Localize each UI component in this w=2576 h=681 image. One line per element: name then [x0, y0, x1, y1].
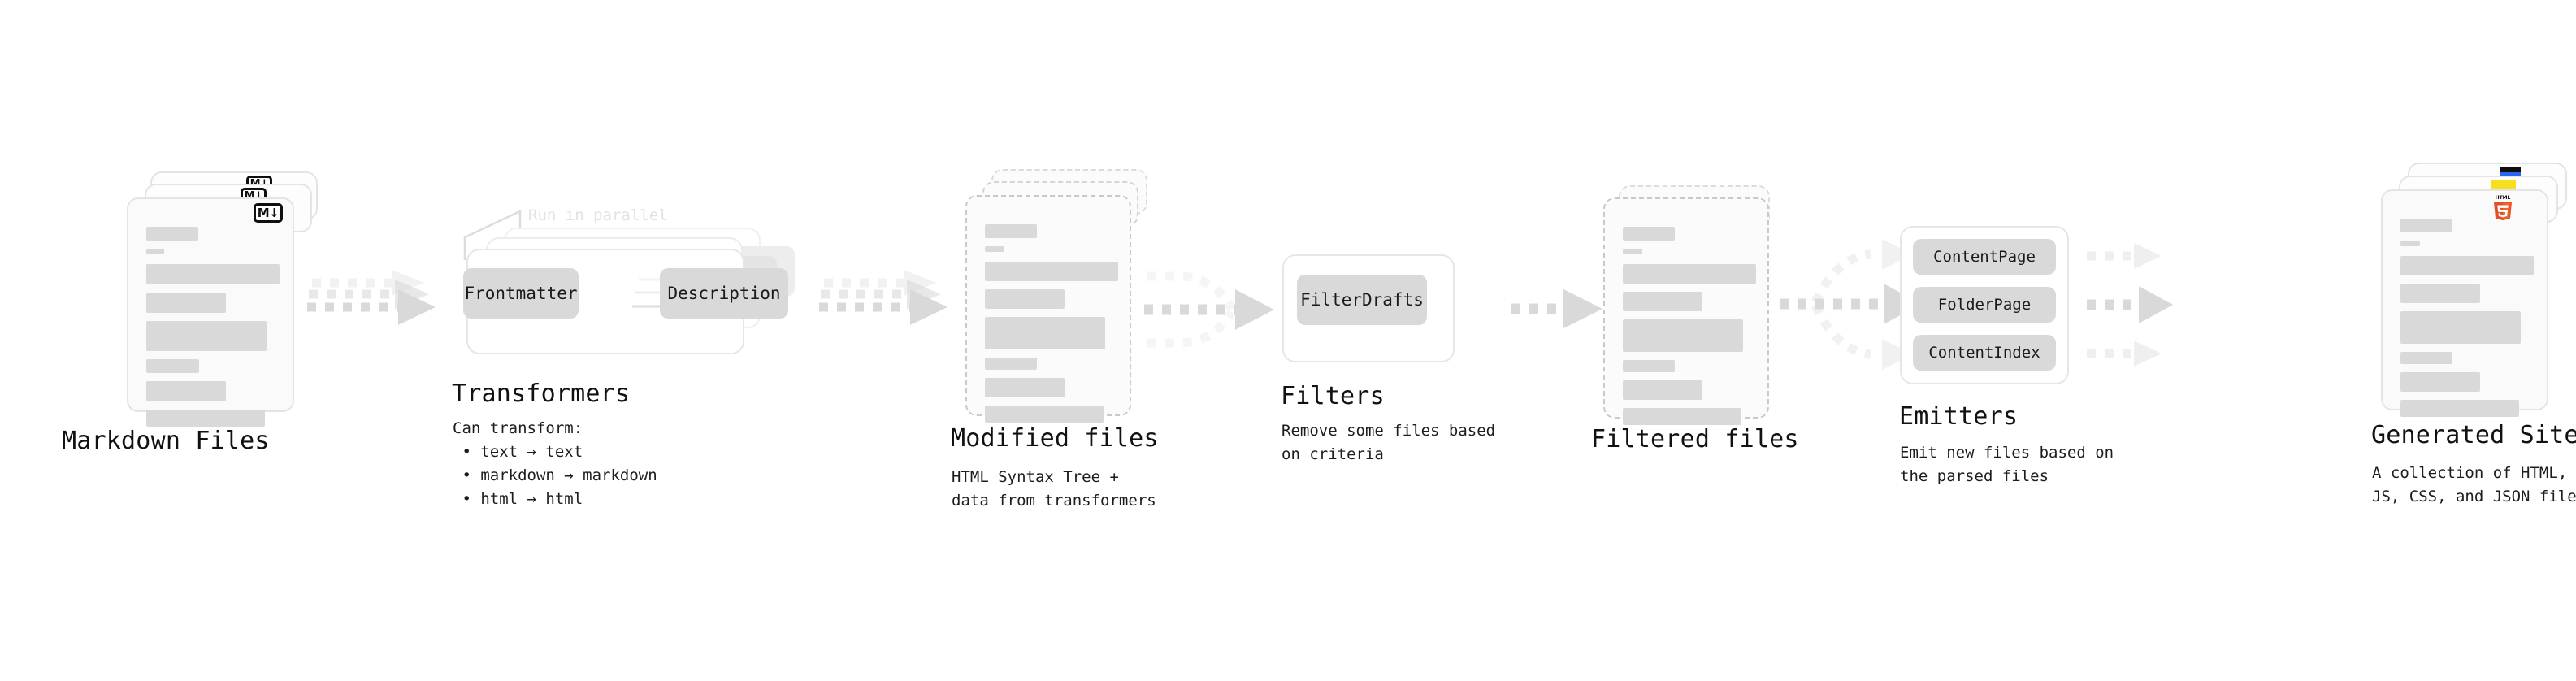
emitters-chip-contentindex-label: ContentIndex — [1928, 344, 2040, 362]
stage-title-markdown-files: Markdown Files — [62, 427, 270, 455]
run-in-parallel-label: Run in parallel — [528, 206, 668, 224]
connector-markdown-to-transformers — [307, 270, 436, 325]
stage-title-filters: Filters — [1281, 382, 1385, 410]
transformer-chip-description[interactable]: Description — [660, 268, 788, 319]
emitters-chip-contentpage[interactable]: ContentPage — [1913, 239, 2056, 275]
modified-file-content-lines — [985, 224, 1118, 431]
markdown-file-card-front — [127, 197, 294, 427]
stage-title-transformers: Transformers — [452, 380, 631, 408]
run-in-parallel-bracket — [463, 210, 522, 260]
modified-file-card-front — [965, 195, 1131, 423]
emitters-chip-contentpage-label: ContentPage — [1933, 248, 2036, 266]
stage-title-modified-files: Modified files — [951, 424, 1159, 453]
emitters-chip-folderpage[interactable]: FolderPage — [1913, 287, 2056, 323]
connector-transformers-to-modified — [819, 270, 948, 325]
markdown-file-content-lines — [146, 227, 280, 435]
markdown-icon: M↓ — [254, 203, 283, 223]
stage-subtitle-transformers: Can transform: • text → text • markdown … — [453, 419, 657, 508]
stage-subtitle-modified-files: HTML Syntax Tree + data from transformer… — [952, 468, 1156, 510]
filtered-file-card-front — [1603, 197, 1769, 425]
connector-filters-to-filtered — [1511, 289, 1602, 328]
connector-emitters-to-site — [2087, 243, 2173, 367]
html5-icon: HTML — [2493, 195, 2513, 221]
stage-title-filtered-files: Filtered files — [1591, 425, 1799, 453]
connector-modified-to-filters — [1144, 271, 1274, 348]
stage-subtitle-filters: Remove some files based on criteria — [1281, 422, 1496, 463]
emitters-chip-folderpage-label: FolderPage — [1937, 296, 2032, 314]
emitters-chip-contentindex[interactable]: ContentIndex — [1913, 335, 2056, 371]
html5-icon-text: HTML — [2496, 195, 2511, 201]
filters-chip-filterdrafts-label: FilterDrafts — [1300, 290, 1424, 310]
transformer-chip-frontmatter[interactable]: Frontmatter — [463, 268, 579, 319]
site-file-card-html — [2381, 189, 2548, 417]
filters-chip-filterdrafts[interactable]: FilterDrafts — [1297, 275, 1427, 325]
stage-subtitle-emitters: Emit new files based on the parsed files — [1900, 444, 2114, 485]
transformer-chip-frontmatter-label: Frontmatter — [464, 284, 578, 303]
stage-subtitle-generated-site: A collection of HTML, JS, CSS, and JSON … — [2372, 464, 2576, 505]
markdown-icon-label: M↓ — [257, 205, 280, 220]
transformer-chip-description-label: Description — [667, 284, 781, 303]
stage-title-emitters: Emitters — [1899, 402, 2019, 431]
css-icon — [2500, 167, 2521, 176]
stage-title-generated-site: Generated Site — [2371, 421, 2576, 449]
filtered-file-content-lines — [1623, 227, 1756, 433]
site-file-content-lines — [2400, 219, 2534, 425]
